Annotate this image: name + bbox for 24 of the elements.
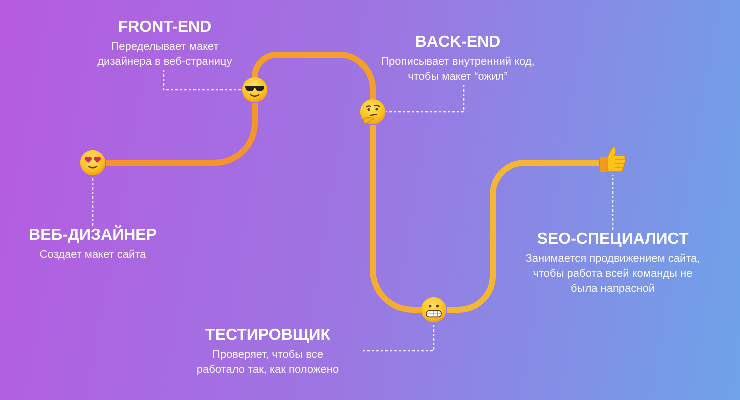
leader-line <box>363 323 435 352</box>
role-description: Проверяет, чтобы все работало так, как положено <box>196 349 340 376</box>
road-line <box>447 160 599 313</box>
leader-line <box>386 85 465 113</box>
role-description: Прописывает внутренний код, чтобы макет “ожил” <box>381 56 535 83</box>
sunglasses-face-icon <box>242 77 268 103</box>
leader-line <box>163 70 242 91</box>
role-title: SEO-СПЕЦИАЛИСТ <box>537 231 689 248</box>
role-title: ВЕБ-ДИЗАЙНЕР <box>29 227 157 244</box>
leader-line <box>92 176 94 226</box>
thumbs-up-icon <box>599 145 627 175</box>
role-description: Переделывает макет дизайнера в веб-страницу <box>98 41 232 68</box>
role-description: Занимается продвижением сайта, чтобы работа всей команды не была напрасной <box>526 253 700 295</box>
role-description: Создает макет сайта <box>40 249 146 261</box>
role-title: BACK-END <box>415 34 501 51</box>
role-title: FRONT-END <box>118 19 212 36</box>
thinking-face-icon <box>360 99 386 125</box>
role-title: ТЕСТИРОВЩИК <box>206 327 330 344</box>
road-line <box>106 103 258 166</box>
road-line <box>370 125 421 313</box>
heart-eyes-face-icon <box>80 150 106 176</box>
leader-line <box>612 175 614 230</box>
road-line <box>252 52 376 99</box>
grimacing-face-icon <box>421 297 447 323</box>
